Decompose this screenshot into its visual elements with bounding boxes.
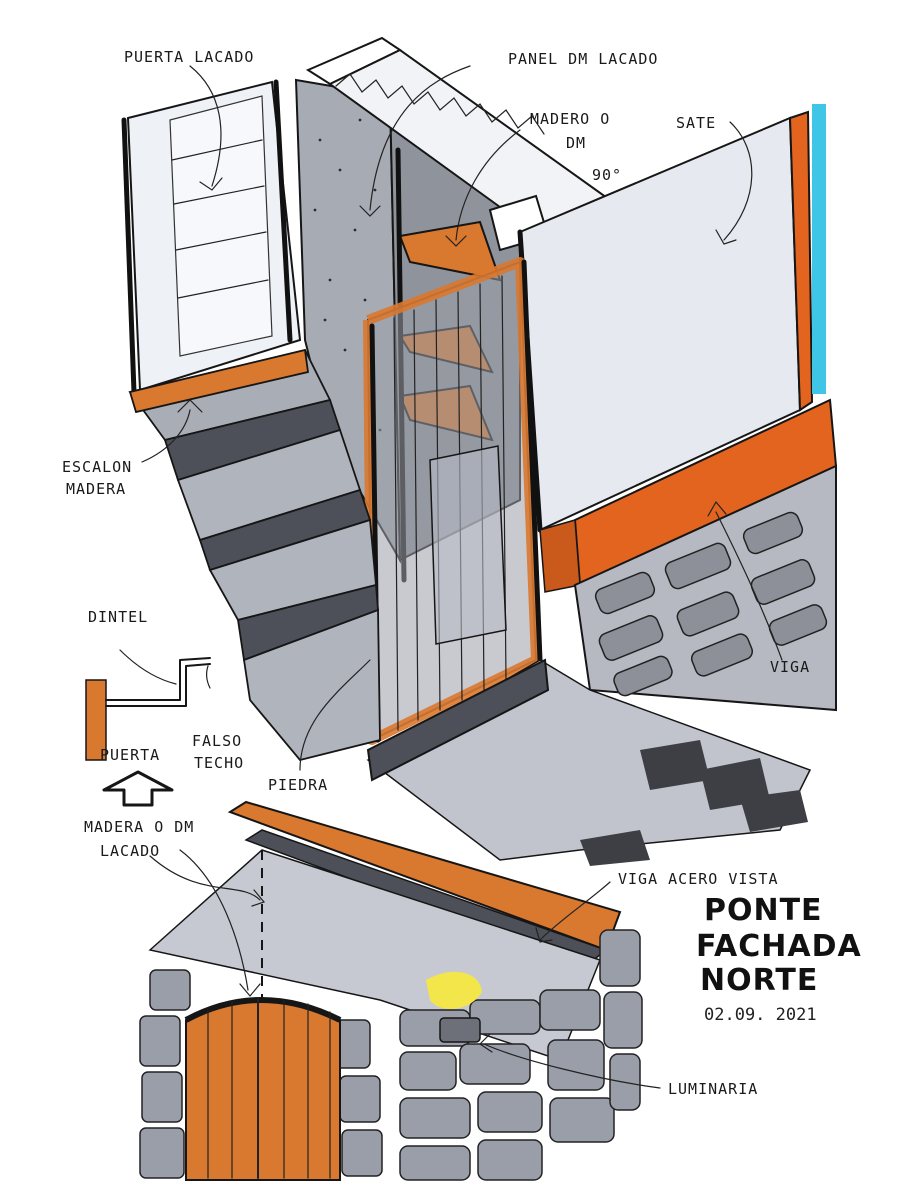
label-madero-dm-2: DM [566,134,586,152]
label-luminaria: LUMINARIA [668,1080,758,1098]
center-door [363,257,543,745]
label-escalon-2: MADERA [66,480,126,498]
title-line-1: PONTE [704,893,823,928]
label-piedra: PIEDRA [268,776,328,794]
left-lacquered-door [121,79,302,395]
label-viga: VIGA [770,658,810,676]
sate-wall [517,104,826,533]
title-block: PONTE FACHADA NORTE 02.09. 2021 [696,893,862,1025]
floor-paving [366,658,812,866]
wall-top-cap [305,36,761,252]
label-viga-acero: VIGA ACERO VISTA [618,870,779,888]
leader-lines [141,65,783,1089]
label-madero-dm-1: MADERO O [530,110,610,128]
label-angle: 90° [592,166,622,184]
title-line-2: FACHADA [696,929,862,964]
label-puerta-lacado: PUERTA LACADO [124,48,254,66]
title-date: 02.09. 2021 [704,1005,817,1025]
lintel-detail [85,649,211,807]
label-sate: SATE [676,114,716,132]
label-puerta-small: PUERTA [100,746,160,764]
text-labels: PUERTA LACADO PANEL DM LACADO MADERO O D… [62,48,810,1098]
label-madera-dm-1: MADERA O DM [84,818,194,836]
stone-base-right [573,464,837,712]
label-falso-2: TECHO [194,754,244,772]
title-line-3: NORTE [700,963,818,998]
label-panel-dm-lacado: PANEL DM LACADO [508,50,658,68]
label-falso-1: FALSO [192,732,242,750]
label-madera-dm-2: LACADO [100,842,160,860]
lower-door-view [139,800,643,1181]
stairs [128,348,381,762]
label-dintel: DINTEL [88,608,148,626]
label-escalon-1: ESCALON [62,458,132,476]
